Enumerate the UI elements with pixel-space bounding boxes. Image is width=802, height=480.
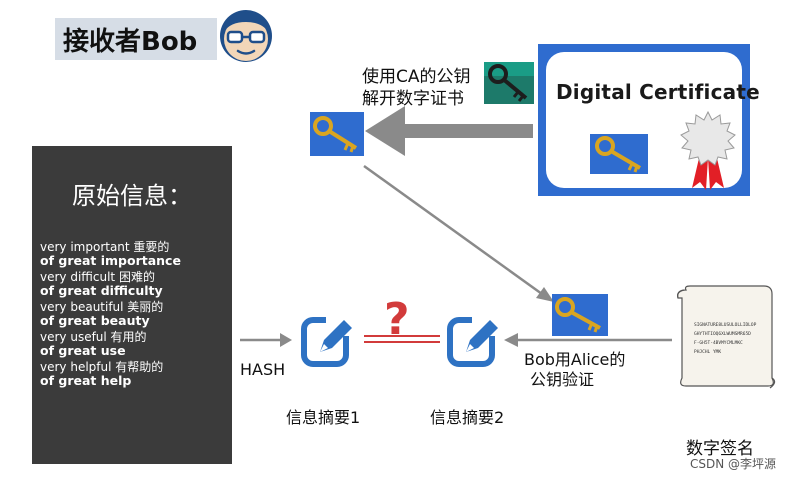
signature-line: SIGNATURE8LUSULOLLIDLOP bbox=[694, 323, 757, 328]
comparison-question bbox=[364, 335, 440, 343]
phrase-bold: of great help bbox=[40, 373, 132, 388]
unlock-arrow bbox=[365, 106, 533, 156]
signature-line: GHYTHTIOQ6XLWUMSMR65D bbox=[694, 332, 751, 337]
ca-note-line1: 使用CA的公钥 bbox=[362, 67, 471, 87]
watermark: CSDN @李坪源 bbox=[690, 457, 777, 471]
hash-label: HASH bbox=[240, 360, 286, 379]
phrase-bold: of great beauty bbox=[40, 313, 150, 328]
signature-scroll-icon bbox=[677, 285, 776, 389]
digest2-edit-icon bbox=[447, 314, 500, 367]
unlocked-key-icon bbox=[310, 112, 364, 156]
signature-line: F-GH5T-4BVMYCMLMKC bbox=[694, 341, 743, 346]
phrase-normal: very helpful 有帮助的 bbox=[40, 360, 164, 374]
digital-certificate: Digital Certificate bbox=[538, 44, 760, 196]
alice-public-key-icon bbox=[552, 294, 608, 336]
phrase-bold: of great use bbox=[40, 343, 126, 358]
digest2-label: 信息摘要2 bbox=[430, 408, 505, 427]
ca-public-key-icon bbox=[484, 62, 534, 104]
verify-note-line2: 公钥验证 bbox=[530, 370, 595, 389]
seal-icon bbox=[680, 110, 736, 190]
digest1-label: 信息摘要1 bbox=[286, 408, 361, 427]
certificate-title: Digital Certificate bbox=[556, 80, 760, 104]
verify-note-line1: Bob用Alice的 bbox=[524, 350, 626, 369]
original-info-title: 原始信息： bbox=[72, 182, 192, 210]
key-transfer-arrow bbox=[363, 164, 554, 302]
hash-arrow bbox=[240, 333, 292, 347]
phrase-normal: very important 重要的 bbox=[40, 240, 170, 254]
verify-arrow bbox=[504, 333, 672, 347]
phrase-normal: very difficult 困难的 bbox=[40, 270, 155, 284]
bob-avatar-icon bbox=[220, 10, 272, 62]
digest1-edit-icon bbox=[301, 314, 354, 367]
page-title: 接收者Bob bbox=[55, 18, 217, 60]
phrase-bold: of great importance bbox=[40, 253, 181, 268]
question-mark: ? bbox=[384, 294, 410, 345]
certificate-key-icon bbox=[590, 134, 648, 174]
phrase-bold: of great difficulty bbox=[40, 283, 163, 298]
ca-note-line2: 解开数字证书 bbox=[362, 89, 464, 109]
signature-line: PHJCHL YMK bbox=[694, 350, 722, 355]
phrase-normal: very useful 有用的 bbox=[40, 330, 147, 344]
phrase-normal: very beautiful 美丽的 bbox=[40, 300, 164, 314]
signature-label: 数字签名 bbox=[686, 439, 754, 459]
